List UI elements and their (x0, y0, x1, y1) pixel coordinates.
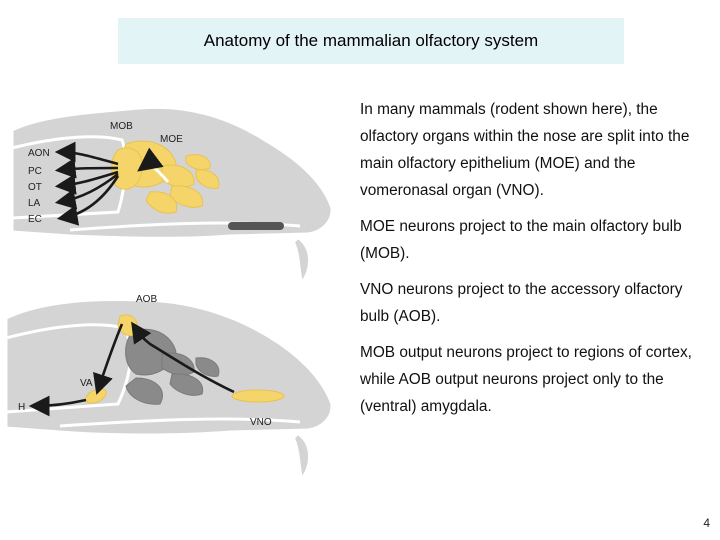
top-brain-outline (11, 135, 127, 220)
bottom-panel-vomeronasal: AOB VA H VNO (4, 294, 334, 481)
label-va: VA (80, 378, 93, 389)
page-number: 4 (703, 516, 710, 530)
label-h: H (18, 402, 25, 413)
paragraph-moe: MOE neurons project to the main olfactor… (360, 218, 682, 262)
label-ec: EC (28, 214, 42, 225)
bottom-incisor (292, 432, 310, 481)
label-moe: MOE (160, 134, 183, 145)
label-ot: OT (28, 182, 42, 193)
vno-to-aob-arrow (131, 321, 235, 394)
label-aob: AOB (136, 294, 157, 305)
label-pc: PC (28, 166, 42, 177)
explanation-text: In many mammals (rodent shown here), the… (360, 96, 712, 429)
label-la: LA (28, 198, 41, 209)
paragraph-outputs: MOB output neurons project to regions of… (360, 344, 692, 415)
mob-bulb (111, 147, 143, 190)
paragraph-organs: In many mammals (rodent shown here), the… (360, 101, 690, 199)
title-banner: Anatomy of the mammalian olfactory syste… (118, 18, 624, 64)
top-incisor (292, 236, 310, 285)
mob-projection-arrows (54, 141, 120, 226)
moe-to-mob-arrow (137, 147, 170, 183)
olfactory-anatomy-figure: MOB MOE AON PC OT LA EC AOB VA H VNO (4, 105, 334, 481)
aob-to-va-arrow (93, 323, 124, 395)
slide-title: Anatomy of the mammalian olfactory syste… (203, 31, 539, 50)
label-mob: MOB (110, 121, 133, 132)
vno-organ (231, 389, 285, 403)
label-vno: VNO (250, 417, 272, 428)
vno-top-marker (228, 222, 284, 230)
paragraph-vno: VNO neurons project to the accessory olf… (360, 281, 683, 325)
label-aon: AON (28, 148, 50, 159)
va-to-h-arrow (28, 395, 87, 417)
top-panel-main-olfactory: MOB MOE AON PC OT LA EC (10, 105, 334, 285)
bottom-palate-line (59, 417, 301, 428)
